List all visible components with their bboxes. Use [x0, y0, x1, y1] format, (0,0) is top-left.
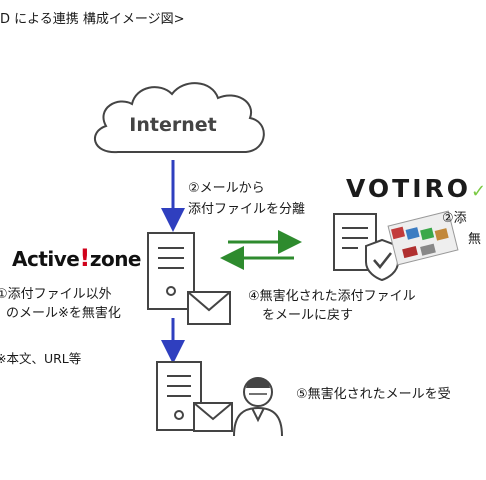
envelope-icon: [187, 291, 231, 325]
step4-line: をメールに戻す: [262, 308, 354, 323]
activezone-logo-part: zone: [89, 247, 142, 271]
votiro-logo-text: VOTIRO: [346, 174, 472, 203]
step2-label: ②メールから 添付ファイルを分離: [188, 180, 305, 218]
votiro-logo: VOTIRO✓: [346, 174, 486, 203]
step4-label: ④無害化された添付ファイル をメールに戻す: [248, 288, 416, 324]
activezone-logo-mark: !: [79, 244, 90, 272]
step2-line: ②メールから: [188, 181, 265, 196]
votiro-check-icon: ✓: [471, 181, 486, 202]
page-title: D による連携 構成イメージ図>: [0, 12, 185, 27]
activezone-server-icon: [147, 232, 195, 310]
user-person-icon: [233, 377, 283, 437]
internet-cloud-icon: [94, 82, 265, 154]
step2b-line: 無: [468, 232, 482, 247]
step2b-label: ②添 無: [442, 210, 481, 248]
step2-line: 添付ファイルを分離: [188, 202, 306, 217]
step1-line: のメール※を無害化: [6, 306, 121, 321]
activezone-logo-part: Active: [12, 247, 80, 271]
step1-label: ①添付ファイル以外 のメール※を無害化: [0, 286, 121, 322]
step2b-line: ②添: [442, 211, 467, 226]
file-stack-icon: [387, 210, 459, 266]
step5-label: ⑤無害化されたメールを受: [296, 387, 451, 402]
internet-label: Internet: [129, 114, 216, 136]
step1-line: ①添付ファイル以外: [0, 287, 112, 302]
activezone-logo: Active!zone: [12, 244, 142, 272]
envelope-icon: [193, 402, 233, 432]
step4-line: ④無害化された添付ファイル: [248, 289, 416, 304]
step1-note: ※本文、URL等: [0, 351, 82, 366]
